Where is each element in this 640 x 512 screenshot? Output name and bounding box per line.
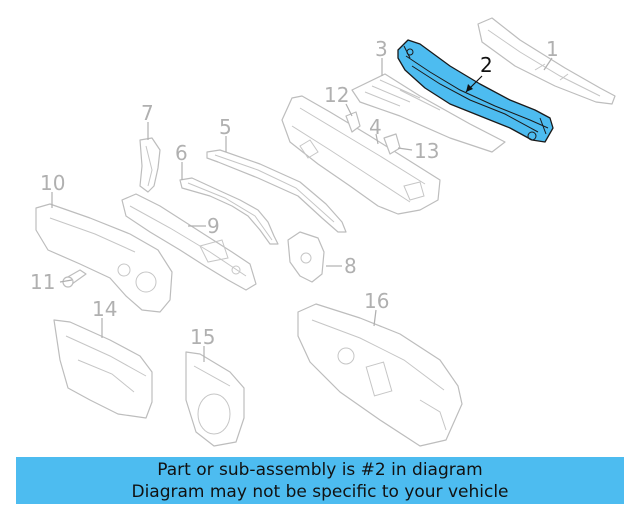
part-14-dash-panel-left[interactable]	[53, 319, 153, 419]
callout-4: 4	[369, 115, 382, 139]
part-2-cowl-reinforcement[interactable]	[397, 39, 554, 143]
callout-5: 5	[219, 115, 232, 139]
part-5-support-bar[interactable]	[206, 149, 347, 233]
callout-9: 9	[207, 214, 220, 238]
part-15-dash-panel-lower[interactable]	[185, 351, 245, 447]
leader-2-arrowhead	[466, 84, 473, 92]
callout-7: 7	[141, 101, 154, 125]
part-4-dash-upper-panel[interactable]	[281, 95, 441, 215]
callout-10: 10	[40, 171, 65, 195]
callout-15: 15	[190, 325, 215, 349]
part-10-insulator[interactable]	[35, 203, 173, 313]
callout-16: 16	[364, 289, 389, 313]
part-7-pillar-bracket[interactable]	[139, 137, 161, 193]
callout-8: 8	[344, 254, 357, 278]
info-banner: Part or sub-assembly is #2 in diagram Di…	[16, 457, 624, 504]
part-8-mount-bracket[interactable]	[287, 231, 325, 283]
parts-diagram: 1 2 3 4 5 6 7 8 9 10 11 12 13 14 15 16	[30, 17, 616, 447]
part-3-cowl-vent-panel[interactable]	[351, 73, 506, 153]
callout-2: 2	[480, 53, 493, 77]
callout-6: 6	[175, 141, 188, 165]
banner-line-part: Part or sub-assembly is #2 in diagram	[157, 460, 483, 480]
callout-12: 12	[324, 83, 349, 107]
leader-lines	[51, 57, 553, 362]
callout-11: 11	[30, 270, 55, 294]
callout-3: 3	[375, 37, 388, 61]
callout-1: 1	[546, 37, 559, 61]
part-16-bulkhead[interactable]	[297, 303, 463, 447]
callout-13: 13	[414, 139, 439, 163]
part-1-cowl-panel[interactable]	[477, 17, 616, 105]
part-6-bracket[interactable]	[179, 177, 279, 245]
callout-labels: 1 2 3 4 5 6 7 8 9 10 11 12 13 14 15 16	[30, 37, 559, 349]
callout-14: 14	[92, 297, 117, 321]
part-12-clip[interactable]	[345, 111, 361, 133]
banner-line-disclaimer: Diagram may not be specific to your vehi…	[131, 482, 509, 502]
part-9-lower-bracket[interactable]	[121, 193, 257, 291]
part-11-bolt[interactable]	[62, 269, 87, 288]
